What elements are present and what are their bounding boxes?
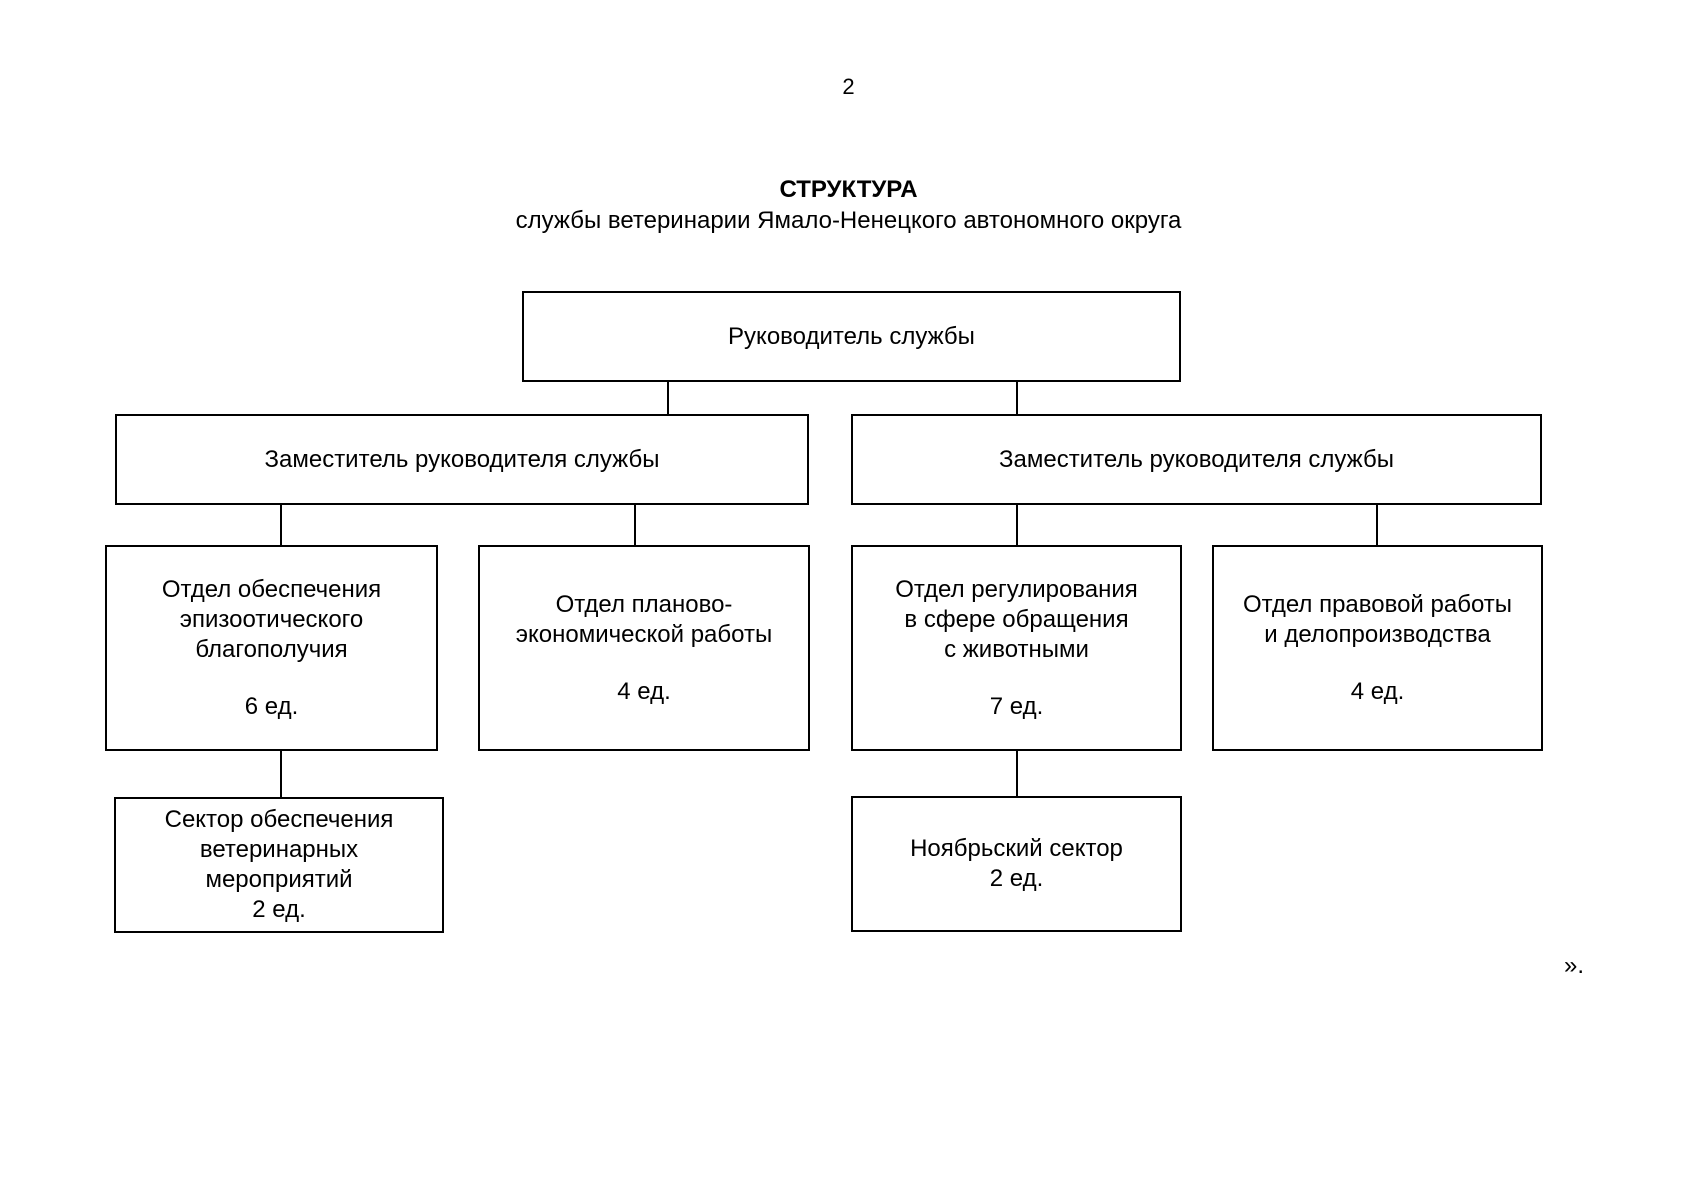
connector-episootic-sector <box>280 750 282 797</box>
deputy-left-box: Заместитель руководителя службы <box>115 414 809 505</box>
dept-planning-line: Отдел планово- <box>555 590 733 618</box>
diagram-subtitle: службы ветеринарии Ямало-Ненецкого автон… <box>515 207 1182 234</box>
dept-planning-line: экономической работы <box>515 620 773 648</box>
connector-deputy-left-episootic <box>280 505 282 545</box>
connector-head-deputy-left <box>667 382 669 415</box>
dept-regulation-staff: 7 ед. <box>989 692 1044 720</box>
diagram-title: СТРУКТУРА <box>779 176 918 203</box>
page-number: 2 <box>842 74 855 99</box>
connector-head-deputy-right <box>1016 382 1018 415</box>
sector-noyabrsk-box: Ноябрьский сектор 2 ед. <box>851 796 1182 932</box>
dept-episootic-staff: 6 ед. <box>244 692 299 720</box>
dept-episootic-box: Отдел обеспечения эпизоотического благоп… <box>105 545 438 751</box>
closing-quote-mark: ». <box>1564 952 1585 979</box>
dept-regulation-line: Отдел регулирования <box>895 575 1138 603</box>
sector-vet-line: ветеринарных <box>199 836 359 863</box>
dept-legal-line: и делопроизводства <box>1264 620 1491 648</box>
dept-planning-staff: 4 ед. <box>617 677 671 705</box>
sector-noyabrsk-line: Ноябрьский сектор <box>910 835 1123 862</box>
connector-regulation-noyabrsk <box>1016 750 1018 797</box>
head-label: Руководитель службы <box>728 322 975 350</box>
sector-vet-staff: 2 ед. <box>252 896 306 923</box>
deputy-left-label: Заместитель руководителя службы <box>264 445 660 473</box>
dept-regulation-line: с животными <box>944 635 1089 663</box>
dept-legal-line: Отдел правовой работы <box>1242 590 1512 618</box>
deputy-right-box: Заместитель руководителя службы <box>851 414 1542 505</box>
dept-episootic-line: Отдел обеспечения <box>161 575 382 603</box>
dept-episootic-line: эпизоотического <box>179 605 364 633</box>
head-box: Руководитель службы <box>522 291 1181 382</box>
connector-deputy-right-legal <box>1376 505 1378 545</box>
sector-vet-line: мероприятий <box>205 866 353 893</box>
deputy-right-label: Заместитель руководителя службы <box>999 445 1394 473</box>
sector-vet-box: Сектор обеспечения ветеринарных мероприя… <box>114 797 444 933</box>
sector-noyabrsk-staff: 2 ед. <box>989 865 1044 892</box>
dept-episootic-line: благополучия <box>195 635 348 663</box>
connector-deputy-left-planning <box>634 505 636 545</box>
sector-vet-line: Сектор обеспечения <box>164 806 394 833</box>
connector-deputy-right-regulation <box>1016 505 1018 545</box>
dept-regulation-line: в сфере обращения <box>904 605 1129 633</box>
dept-regulation-box: Отдел регулирования в сфере обращения с … <box>851 545 1182 751</box>
dept-planning-box: Отдел планово- экономической работы 4 ед… <box>478 545 810 751</box>
dept-legal-box: Отдел правовой работы и делопроизводства… <box>1212 545 1543 751</box>
dept-legal-staff: 4 ед. <box>1350 677 1405 705</box>
